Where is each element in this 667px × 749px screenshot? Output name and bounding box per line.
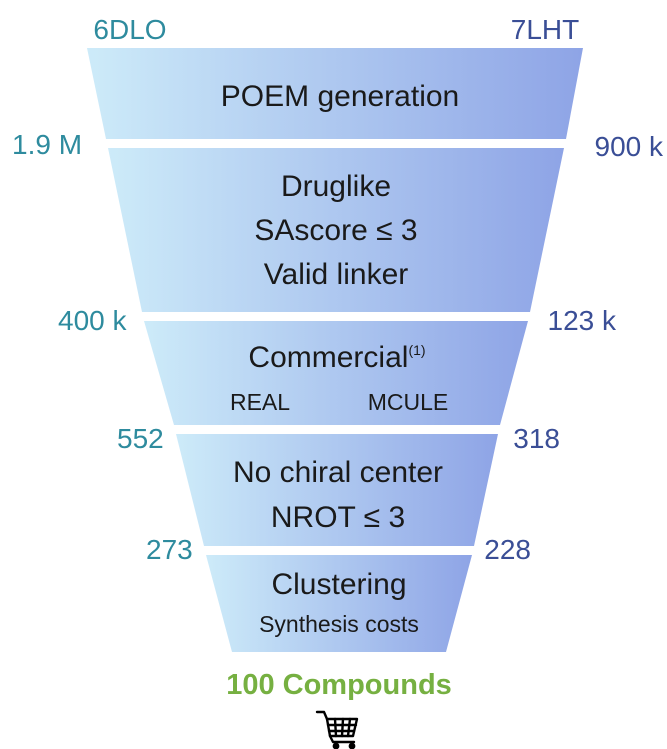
- stage-3-footnote-marker: (1): [408, 342, 425, 358]
- stage-5-subtitle: Synthesis costs: [259, 611, 419, 637]
- stage-1-label: POEM generation: [221, 80, 459, 113]
- stage-chirality-filter: [176, 434, 498, 546]
- stage-2-line-1: Druglike: [281, 170, 391, 203]
- result-label: 100 Compounds: [226, 669, 452, 701]
- stage-5-title: Clustering: [271, 568, 406, 601]
- stage-2-line-2: SAscore ≤ 3: [254, 214, 417, 247]
- count-left-3: 552: [117, 423, 164, 454]
- count-right-4: 228: [484, 534, 531, 565]
- count-right-2: 123 k: [548, 305, 617, 336]
- target-right-label: 7LHT: [511, 14, 579, 45]
- count-right-1: 900 k: [595, 131, 664, 162]
- shopping-cart-icon: [315, 710, 359, 749]
- count-left-1: 1.9 M: [12, 129, 82, 160]
- stage-druglike-filter: [108, 148, 564, 312]
- stage-3-title-text: Commercial: [248, 341, 408, 374]
- stage-4-line-1: No chiral center: [233, 456, 443, 489]
- count-left-2: 400 k: [58, 305, 127, 336]
- stage-3-sublabel-mcule: MCULE: [368, 389, 449, 415]
- stage-poem-generation: [87, 48, 583, 139]
- stage-2-line-3: Valid linker: [264, 258, 409, 291]
- stage-3-sublabel-real: REAL: [230, 389, 290, 415]
- stage-3-title: Commercial(1): [248, 341, 425, 374]
- stage-commercial: [144, 321, 528, 425]
- target-left-label: 6DLO: [93, 14, 166, 45]
- count-right-3: 318: [513, 423, 560, 454]
- count-left-4: 273: [146, 534, 193, 565]
- stage-4-line-2: NROT ≤ 3: [271, 501, 405, 534]
- stage-clustering: [206, 555, 472, 652]
